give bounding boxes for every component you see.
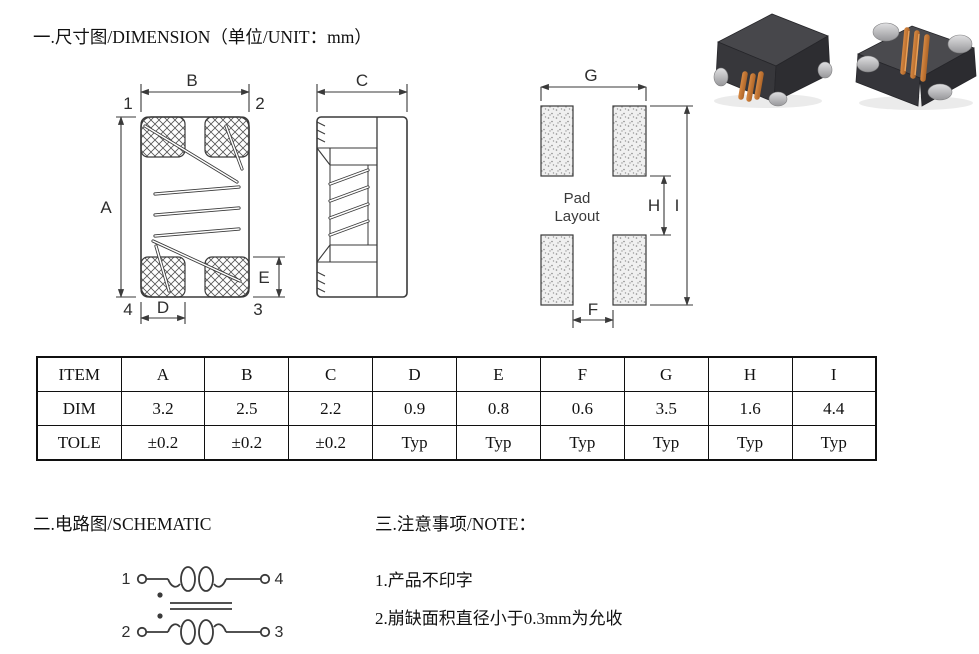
side-view-drawing: C <box>316 71 408 298</box>
front-pin-4: 4 <box>123 300 132 319</box>
dimension-table: ITEM A B C D E F G H I DIM 3.2 2.5 2.2 0… <box>36 356 877 461</box>
dim-label-f: F <box>588 300 598 319</box>
table-cell: 0.6 <box>539 391 625 426</box>
schematic-pin-2: 2 <box>122 624 131 641</box>
front-view-drawing: B A D E 1 2 4 3 <box>100 71 285 324</box>
table-cell: F <box>539 356 625 392</box>
front-body-outline <box>140 116 250 298</box>
table-header-row: ITEM A B C D E F G H I <box>36 356 877 392</box>
table-dim-row: DIM 3.2 2.5 2.2 0.9 0.8 0.6 3.5 1.6 4.4 <box>36 391 877 426</box>
table-cell: ±0.2 <box>120 425 206 461</box>
front-pin-2: 2 <box>255 94 264 113</box>
dimension-i-lines <box>650 105 693 306</box>
dimension-g-lines <box>540 83 647 101</box>
photo-copper-winding-right <box>900 27 930 82</box>
dim-label-b: B <box>186 71 197 90</box>
table-cell: 0.8 <box>456 391 541 426</box>
schematic-pin-3: 3 <box>275 624 284 641</box>
front-pin-1: 1 <box>123 94 132 113</box>
table-cell: E <box>456 356 541 392</box>
front-pin-3: 3 <box>253 300 262 319</box>
schematic-pin-4: 4 <box>275 571 284 588</box>
table-cell: 1.6 <box>707 391 793 426</box>
dim-label-a: A <box>100 198 112 217</box>
pad-layout-label-line1: Pad <box>564 190 591 207</box>
dimension-f-lines <box>572 310 614 328</box>
table-cell: ±0.2 <box>204 425 290 461</box>
table-cell: Typ <box>707 425 793 461</box>
note-1: 1.产品不印字 <box>375 571 473 590</box>
dim-label-c: C <box>356 71 368 90</box>
dimension-e-lines <box>253 256 285 298</box>
dimension-a-lines <box>116 116 136 298</box>
table-cell: Typ <box>539 425 625 461</box>
schematic-polarity-dots <box>157 592 163 619</box>
side-winding-wires <box>328 168 370 237</box>
table-cell: 0.9 <box>372 391 457 426</box>
photo-copper-winding-left <box>738 71 764 102</box>
table-cell: Typ <box>623 425 709 461</box>
note-2: 2.崩缺面积直径小于0.3mm为允收 <box>375 609 623 628</box>
schematic-top-winding <box>136 566 271 592</box>
dim-label-g: G <box>584 68 597 85</box>
table-cell: D <box>372 356 457 392</box>
side-flange-lines <box>316 147 377 263</box>
table-cell: 2.5 <box>204 391 290 426</box>
dim-label-h: H <box>648 196 660 215</box>
product-photo <box>713 13 977 110</box>
pad-layout-drawing: G H I F Pad Layout <box>540 68 693 328</box>
table-cell: Typ <box>456 425 541 461</box>
schematic-drawing: 1 4 2 3 <box>122 566 284 645</box>
dimension-b-lines <box>140 84 250 112</box>
table-cell: G <box>623 356 709 392</box>
dimension-d-lines <box>140 302 186 324</box>
photo-terminals-left <box>713 61 833 107</box>
table-cell: C <box>288 356 374 392</box>
front-winding-wires <box>143 124 244 293</box>
schematic-pin-1: 1 <box>122 571 131 588</box>
dim-label-i: I <box>675 196 680 215</box>
table-tole-row: TOLE ±0.2 ±0.2 ±0.2 Typ Typ Typ Typ Typ … <box>36 425 877 461</box>
table-cell: 4.4 <box>791 391 877 426</box>
photo-component-left <box>713 13 833 108</box>
schematic-section-title: 二.电路图/SCHEMATIC <box>33 514 212 534</box>
photo-terminals-right <box>856 22 973 101</box>
photo-copper-highlights <box>904 30 920 76</box>
pad-layout-label-line2: Layout <box>554 208 600 225</box>
table-cell: TOLE <box>36 425 122 461</box>
dimension-section-title: 一.尺寸图/DIMENSION（单位/UNIT：mm） <box>33 27 372 47</box>
table-cell: 3.2 <box>120 391 206 426</box>
table-cell: B <box>204 356 290 392</box>
dim-label-d: D <box>157 298 169 317</box>
schematic-core-lines <box>170 602 232 610</box>
table-cell: A <box>120 356 206 392</box>
photo-component-right <box>855 22 977 110</box>
pad-rects <box>540 105 647 306</box>
table-cell: H <box>707 356 793 392</box>
side-terminal-ticks <box>316 121 326 293</box>
table-cell: ±0.2 <box>288 425 374 461</box>
dimension-h-lines <box>650 175 671 236</box>
schematic-bottom-winding <box>136 619 271 645</box>
table-cell: 2.2 <box>288 391 374 426</box>
table-cell: DIM <box>36 391 122 426</box>
table-cell: Typ <box>791 425 877 461</box>
dim-label-e: E <box>258 268 269 287</box>
table-cell: 3.5 <box>623 391 709 426</box>
note-section-title: 三.注意事项/NOTE： <box>375 514 536 534</box>
dimension-c-lines <box>316 84 408 112</box>
table-cell: ITEM <box>36 356 122 392</box>
table-cell: Typ <box>372 425 457 461</box>
table-cell: I <box>791 356 877 392</box>
